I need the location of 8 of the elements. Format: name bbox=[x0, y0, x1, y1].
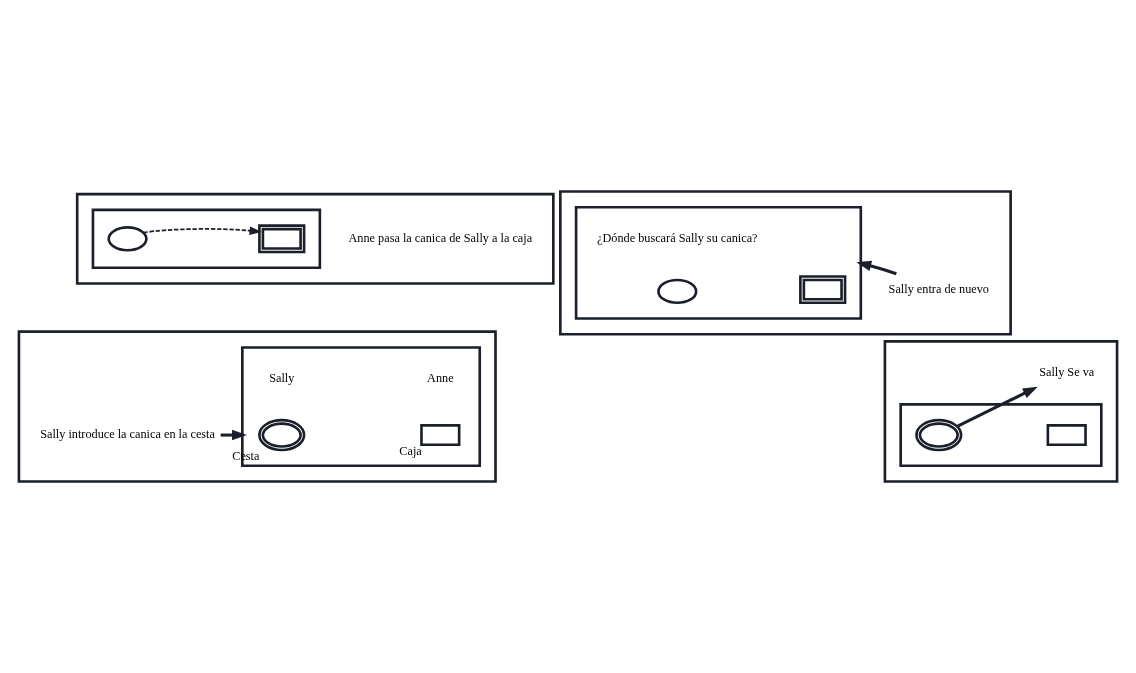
node-text: Anne pasa la canica de Sally a la caja bbox=[348, 231, 533, 246]
label: Sally bbox=[269, 371, 295, 386]
label: Anne bbox=[427, 371, 454, 386]
node-label: Caja bbox=[399, 443, 422, 458]
node-text: Sally entra de nuevo bbox=[888, 281, 989, 296]
node-text: ¿Dónde buscará Sally su canica? bbox=[597, 231, 758, 246]
node-text: Sally introduce la canica en la cesta bbox=[40, 427, 215, 442]
node-text: Sally Se va bbox=[1039, 365, 1095, 380]
